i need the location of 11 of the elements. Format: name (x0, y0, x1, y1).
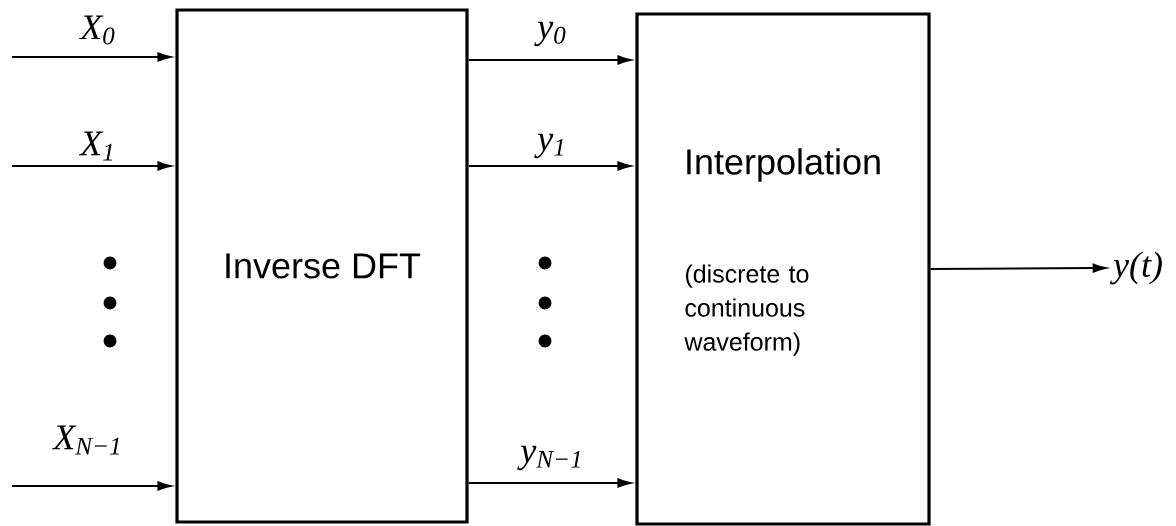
output-label: y(t) (1110, 251, 1162, 285)
edge-label: y$_{1}$ (534, 131, 569, 161)
block-label: Inverse DFT (226, 253, 421, 279)
edge-label: X$_{1}$ (78, 129, 118, 163)
block-label: Interpolation (687, 148, 880, 182)
edge-label: X$_{0}$ (78, 13, 118, 47)
arrow (929, 263, 1107, 273)
edge-label: X$_{N−1}$ (51, 423, 125, 457)
edge-label: y$_{N−1}$ (517, 443, 586, 473)
block-note: (discrete to continuous waveform) (684, 264, 809, 356)
edge-label: y$_{0}$ (534, 19, 569, 49)
